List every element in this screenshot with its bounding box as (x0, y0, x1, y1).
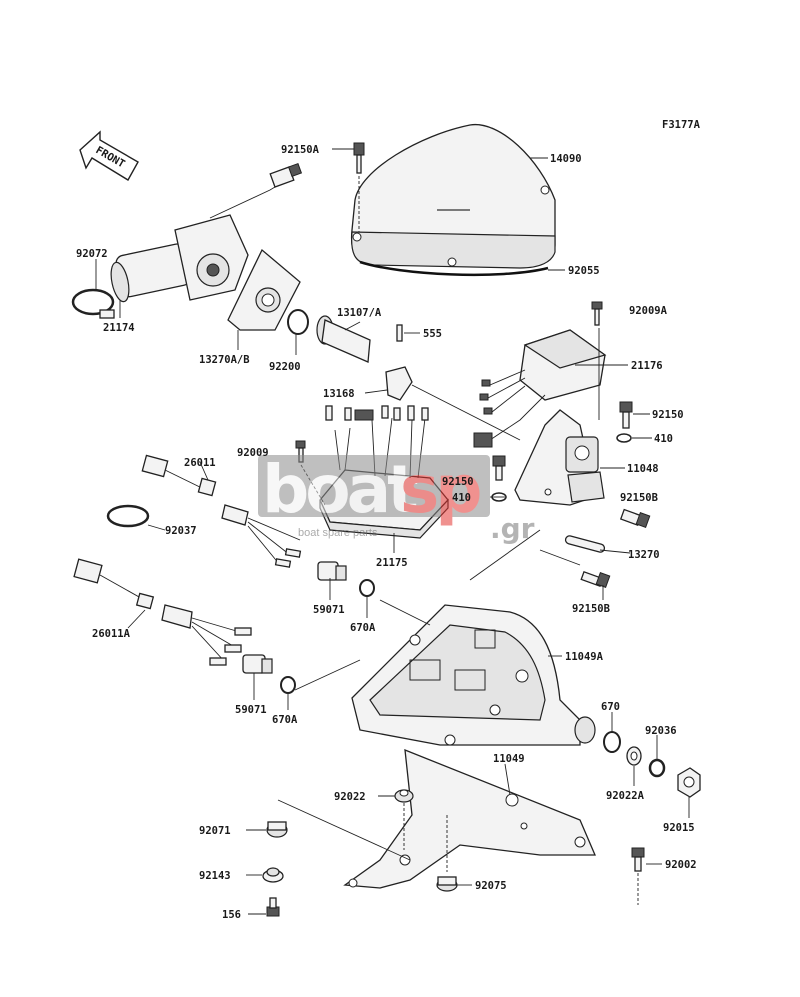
motor-21174 (110, 162, 303, 303)
label-92071: 92071 (199, 825, 231, 837)
spring-washer-92036 (648, 758, 666, 778)
label-670A-lower: 670A (272, 714, 298, 726)
label-92036: 92036 (645, 725, 677, 737)
harness-wires-upper (221, 504, 302, 568)
label-92150-mid: 92150 (442, 476, 474, 488)
label-92072: 92072 (76, 248, 108, 260)
label-92200: 92200 (269, 361, 301, 373)
collar-92143 (262, 867, 284, 883)
label-92150B-mid: 92150B (620, 492, 658, 504)
shaft-13107A (316, 315, 371, 363)
front-arrow-icon: FRONT (79, 130, 139, 181)
plate-13270AB (227, 248, 301, 350)
label-26011: 26011 (184, 457, 216, 469)
bolt-92002 (631, 847, 645, 905)
plug-59071-upper (317, 561, 347, 581)
part-labels: 92150A 14090 92055 92072 21174 13270A/B … (76, 144, 697, 921)
label-59071-lower: 59071 (235, 704, 267, 716)
unit-21176 (473, 329, 607, 448)
housing-11049A (351, 604, 596, 746)
label-92143: 92143 (199, 870, 231, 882)
damper-92071 (266, 821, 288, 838)
harness-26011 (141, 454, 217, 497)
oring-670A-lower (280, 676, 296, 694)
bolt-92150B-mid (619, 508, 651, 528)
connector-13168 (364, 366, 521, 441)
grommet-92022 (394, 789, 414, 850)
damper-92075 (436, 815, 458, 892)
label-156: 156 (222, 909, 241, 921)
label-21174: 21174 (103, 322, 135, 334)
nut-92015 (677, 767, 701, 798)
label-92037: 92037 (165, 525, 197, 537)
pin-555 (396, 324, 420, 342)
plug-59071-lower (242, 654, 273, 674)
label-11048: 11048 (627, 463, 659, 475)
label-92015: 92015 (663, 822, 695, 834)
cover-14090 (350, 124, 556, 277)
label-21176: 21176 (631, 360, 663, 372)
label-92150A: 92150A (281, 144, 320, 156)
label-92150B-low: 92150B (572, 603, 610, 615)
label-13270: 13270 (628, 549, 660, 561)
seal-92200 (287, 309, 309, 355)
label-92009A: 92009A (629, 305, 668, 317)
bolt-156 (266, 897, 280, 917)
label-14090: 14090 (550, 153, 582, 165)
bracket-11048 (514, 409, 605, 506)
label-92022A: 92022A (606, 790, 645, 802)
bolt-92150-right (619, 401, 633, 429)
label-92075: 92075 (475, 880, 507, 892)
label-92009: 92009 (237, 447, 269, 459)
strap-92037 (106, 504, 150, 528)
label-26011A: 26011A (92, 628, 131, 640)
label-13168: 13168 (323, 388, 355, 400)
label-92150: 92150 (652, 409, 684, 421)
label-13107A: 13107/A (337, 307, 382, 319)
watermark-tagline: boat spare parts (298, 527, 378, 539)
label-11049: 11049 (493, 753, 525, 765)
label-92022: 92022 (334, 791, 366, 803)
watermark-suffix: .gr (490, 512, 535, 545)
harness-26011A (73, 558, 252, 666)
plate-11049 (343, 748, 596, 889)
oring-670-right (603, 731, 621, 753)
watermark-logo: boat sp .gr boat spare parts (258, 451, 535, 545)
watermark-brand-right: sp (400, 451, 480, 528)
label-21175: 21175 (376, 557, 408, 569)
label-410-right: 410 (654, 433, 673, 445)
label-11049A: 11049A (565, 651, 604, 663)
label-59071-upper: 59071 (313, 604, 345, 616)
label-410-mid: 410 (452, 492, 471, 504)
figure-code: F3177A (662, 119, 701, 131)
label-670A-upper: 670A (350, 622, 376, 634)
label-670: 670 (601, 701, 620, 713)
leader-lines (119, 148, 690, 915)
clamp-92072 (71, 259, 115, 319)
washer-92022A (626, 746, 642, 766)
watermark-brand-left: boat (262, 451, 418, 528)
bolt-92150B-low (580, 570, 611, 588)
washer-410-right (616, 433, 632, 443)
strip-13270 (539, 535, 631, 566)
bolt-92009A (591, 301, 603, 326)
label-92055: 92055 (568, 265, 600, 277)
label-555: 555 (423, 328, 442, 340)
label-13270AB: 13270A/B (199, 354, 250, 366)
label-92002: 92002 (665, 859, 697, 871)
oring-670A-upper (359, 579, 375, 597)
bolt-92150-mid (492, 455, 506, 481)
